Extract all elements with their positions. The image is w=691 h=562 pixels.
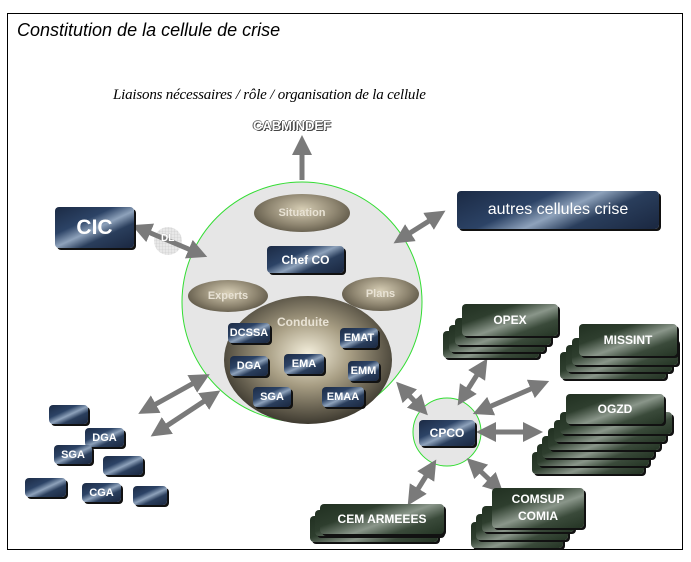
arrow-cell-autres <box>393 210 446 244</box>
left-group-node[interactable] <box>133 486 167 505</box>
arrow-cpco-cem <box>407 459 437 506</box>
left-group-node[interactable] <box>25 478 66 497</box>
node-ema[interactable]: EMA <box>284 354 324 374</box>
node-dga[interactable]: DGA <box>230 356 268 376</box>
emat-label: EMAT <box>343 332 375 344</box>
experts-label: Experts <box>207 290 249 302</box>
node-cpco[interactable]: CPCO <box>419 420 475 446</box>
emm-label: EMM <box>350 365 377 377</box>
node-sga[interactable]: SGA <box>253 387 291 407</box>
left-sga-label: SGA <box>61 448 85 461</box>
page-title: Constitution de la cellule de crise <box>17 20 281 40</box>
arrow-cpco-missint <box>472 379 550 416</box>
left-group-node-sga[interactable]: SGA <box>54 445 92 464</box>
arrow-cell-leftgroup-2 <box>150 390 221 437</box>
arrow-cell-cpco <box>396 381 428 416</box>
left-group-node-dga[interactable]: DGA <box>85 428 124 447</box>
arrow-cell-leftgroup-1 <box>138 374 210 414</box>
cpco-label: CPCO <box>429 426 465 440</box>
node-emm[interactable]: EMM <box>348 361 379 381</box>
node-cabmindef: CABMINDEF <box>253 118 331 133</box>
missint-label: MISSINT <box>603 332 653 347</box>
oval-experts[interactable]: Experts <box>188 280 268 312</box>
plans-label: Plans <box>365 288 396 300</box>
node-dcssa[interactable]: DCSSA <box>228 323 270 343</box>
comsup-comia-label: COMSUP COMIA <box>511 492 565 523</box>
dcssa-label: DCSSA <box>229 327 269 339</box>
arrow-cpco-opex <box>457 358 488 406</box>
node-autres-label: autres cellules crise <box>487 201 629 218</box>
chef-co-label: Chef CO <box>281 252 330 267</box>
node-ogzd[interactable]: OGZD <box>566 394 664 424</box>
node-cic[interactable]: CIC <box>55 207 134 248</box>
node-opex[interactable]: OPEX <box>462 304 558 336</box>
oval-situation[interactable]: Situation <box>254 194 350 232</box>
arrow-cic-cell <box>131 223 208 259</box>
situation-label: Situation <box>278 207 326 219</box>
dl-label: DL <box>161 233 175 244</box>
diagram-subtitle: Liaisons nécessaires / rôle / organisati… <box>113 87 426 103</box>
node-cem-armeees[interactable]: CEM ARMEEES <box>320 504 444 534</box>
cem-armeees-label: CEM ARMEEES <box>337 511 427 526</box>
node-autres-cellules-crise[interactable]: autres cellules crise <box>457 191 659 229</box>
ogzd-label: OGZD <box>597 401 633 416</box>
node-chef-co[interactable]: Chef CO <box>267 246 344 273</box>
arrow-cpco-comsup <box>466 458 504 493</box>
left-group-node[interactable] <box>49 405 88 424</box>
node-emat[interactable]: EMAT <box>340 328 378 348</box>
node-emaa[interactable]: EMAA <box>322 387 364 407</box>
left-group-node-cga[interactable]: CGA <box>82 483 121 502</box>
node-missint[interactable]: MISSINT <box>579 324 677 356</box>
ema-label: EMA <box>291 358 317 370</box>
left-dga-label: DGA <box>92 431 117 444</box>
dga-label: DGA <box>236 360 262 372</box>
opex-label: OPEX <box>493 312 527 327</box>
node-cic-label: CIC <box>76 215 113 239</box>
oval-plans[interactable]: Plans <box>342 277 419 311</box>
left-cga-label: CGA <box>89 486 114 499</box>
node-comsup-comia[interactable]: COMSUP COMIA <box>492 488 584 528</box>
sga-label: SGA <box>260 391 284 403</box>
left-group-node[interactable] <box>103 456 143 475</box>
conduite-label: Conduite <box>277 315 329 329</box>
emaa-label: EMAA <box>326 391 360 403</box>
